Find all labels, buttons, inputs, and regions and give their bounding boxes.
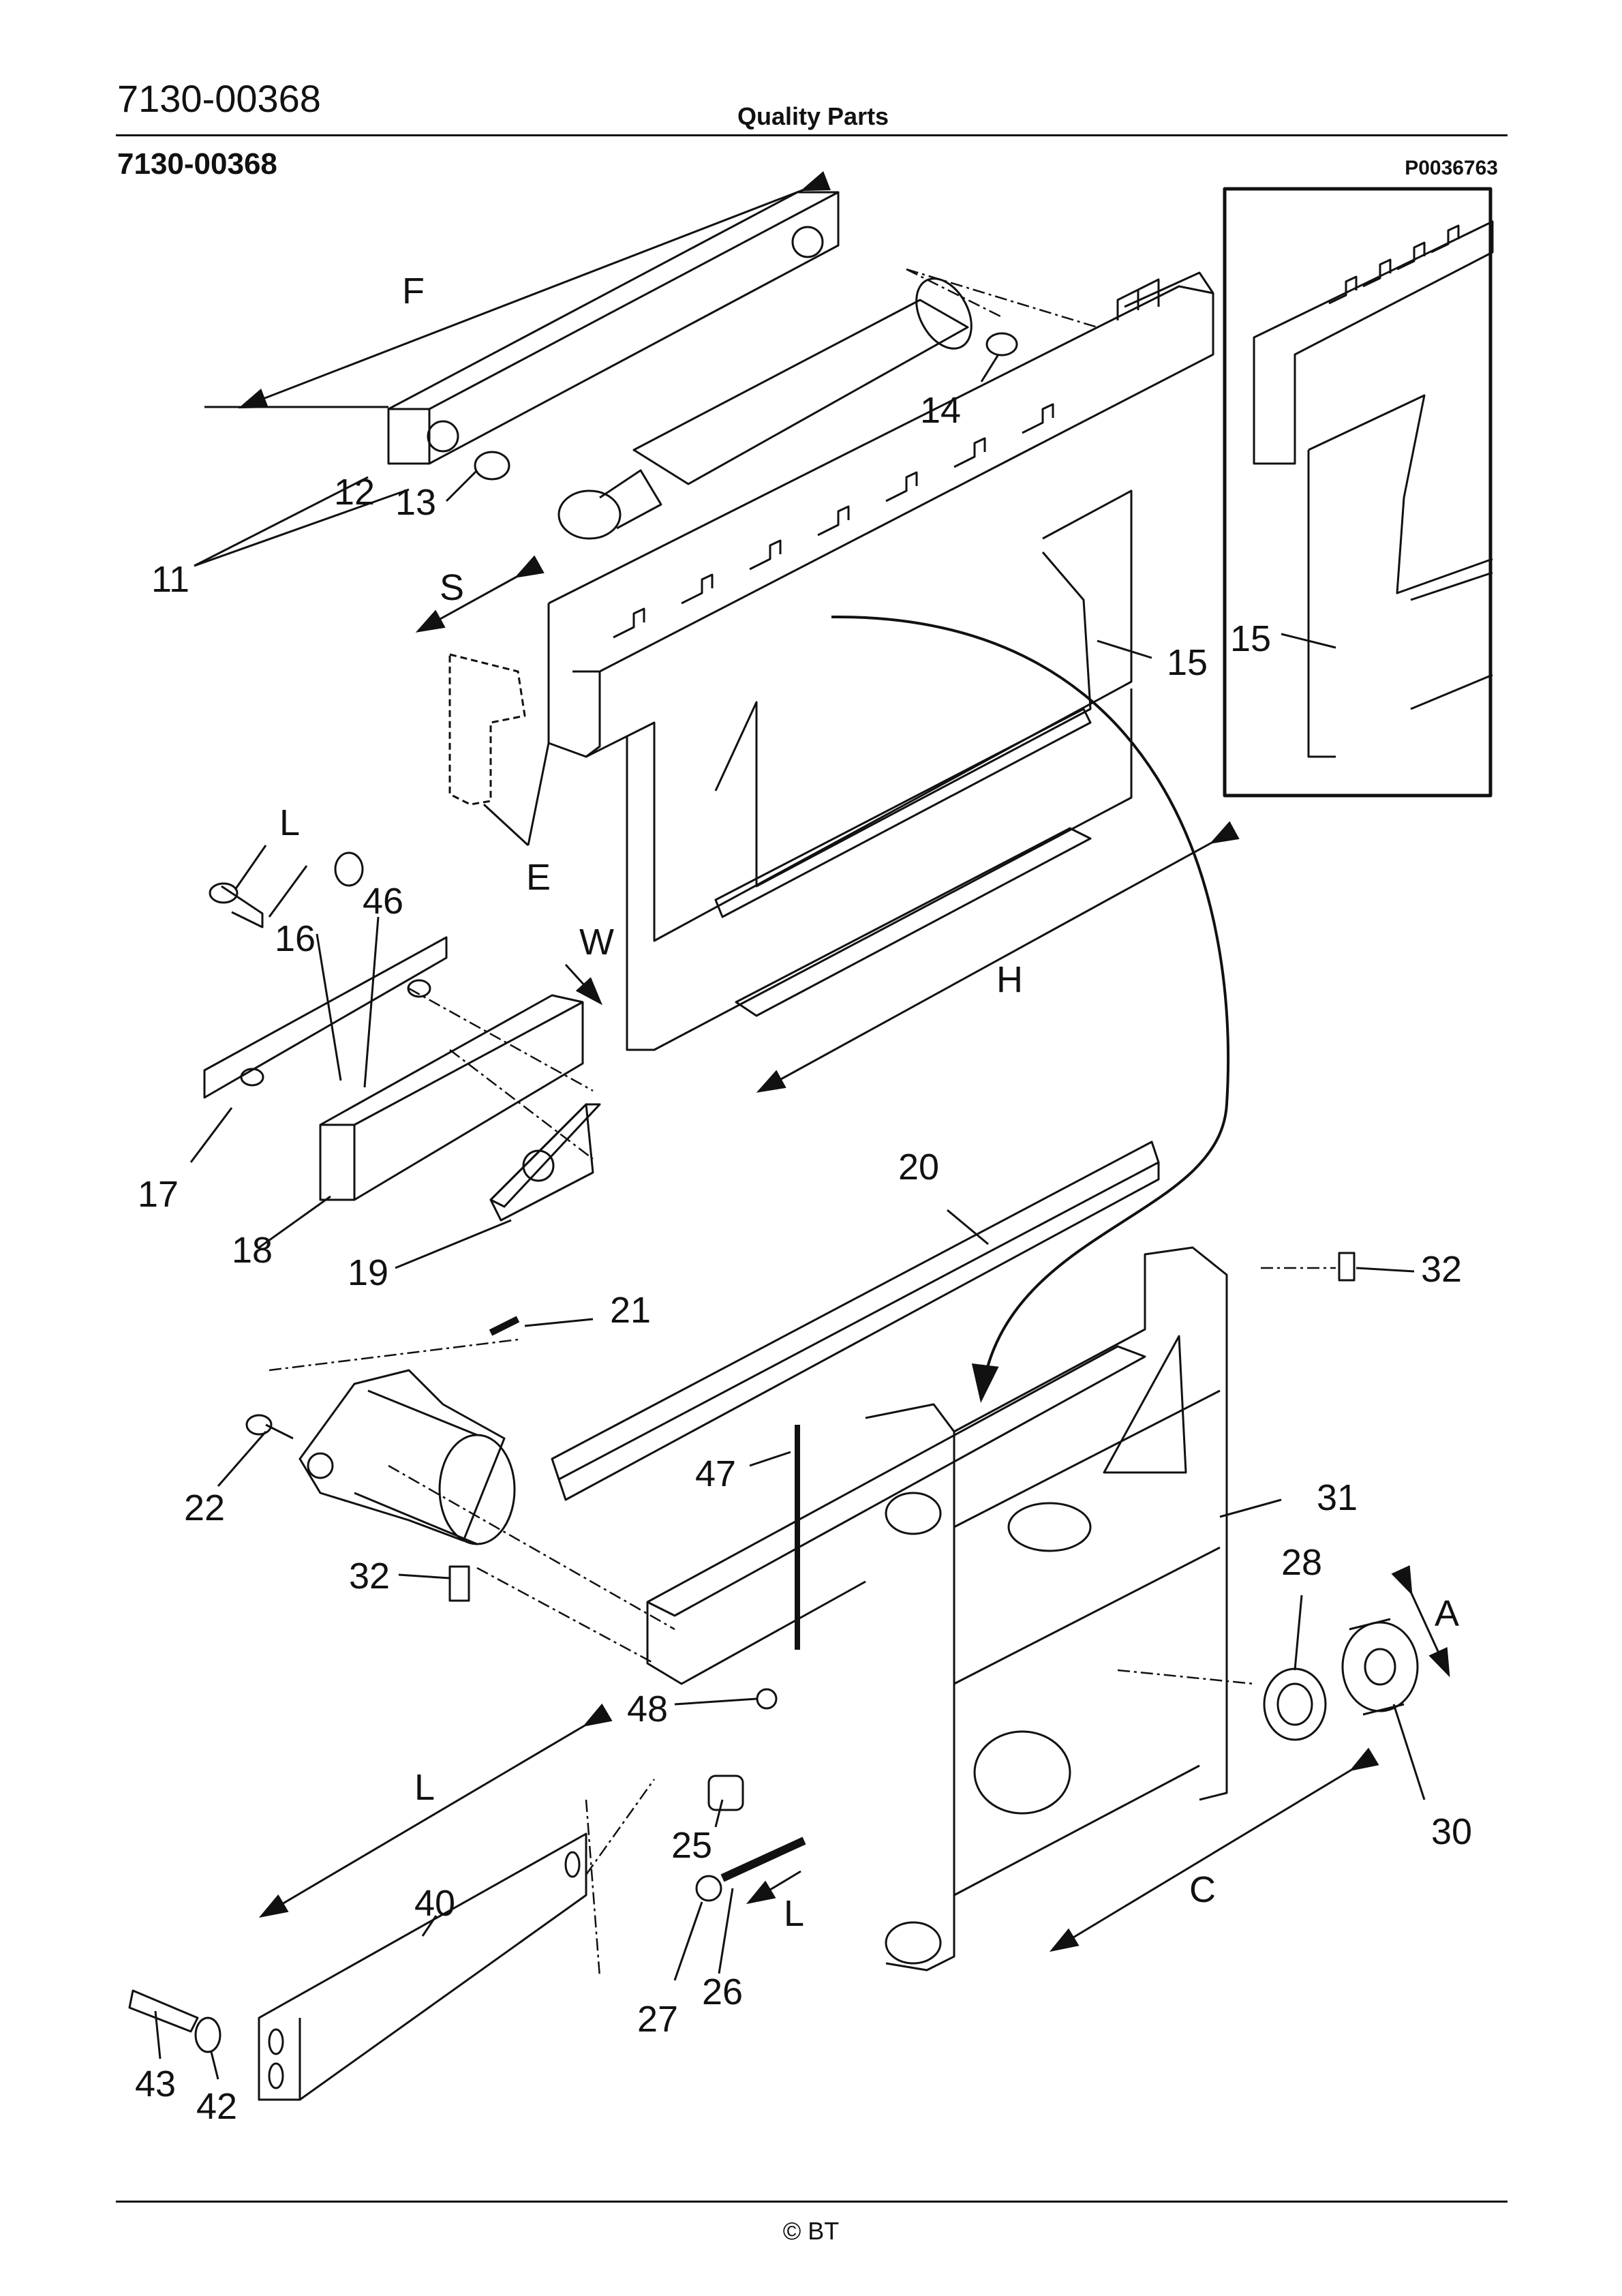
callout-22: 22 bbox=[184, 1487, 225, 1528]
callout-16: 16 bbox=[275, 918, 316, 959]
dimension-f-line bbox=[238, 171, 831, 409]
callout-c: C bbox=[1189, 1869, 1216, 1910]
callout-h: H bbox=[996, 959, 1023, 1000]
inset-carriage-detail bbox=[1253, 220, 1494, 758]
callout-40: 40 bbox=[414, 1883, 455, 1924]
wear-plate-17 bbox=[203, 936, 448, 1099]
motor-unit bbox=[245, 1369, 516, 1545]
footer-copyright: © BT bbox=[782, 2217, 840, 2245]
spacer-25 bbox=[707, 1774, 744, 1811]
callout-26: 26 bbox=[702, 1972, 743, 2012]
side-shift-frame-31 bbox=[865, 1246, 1228, 1972]
figure-reference: P0036763 bbox=[1405, 157, 1498, 179]
callout-17: 17 bbox=[138, 1174, 179, 1215]
callout-21: 21 bbox=[610, 1290, 651, 1331]
callout-48: 48 bbox=[627, 1689, 668, 1729]
shaft-20 bbox=[551, 1141, 1160, 1501]
callout-31: 31 bbox=[1317, 1477, 1358, 1518]
header-rule bbox=[116, 134, 1508, 136]
callout-f: F bbox=[402, 271, 425, 312]
inset-frame bbox=[1223, 187, 1493, 798]
callout-l-pin: L bbox=[279, 802, 300, 843]
callout-e: E bbox=[526, 857, 551, 898]
footer-rule bbox=[116, 2201, 1508, 2203]
shim-plate-19 bbox=[489, 1103, 601, 1222]
top-bar-11 bbox=[387, 191, 840, 465]
pad-18 bbox=[319, 994, 584, 1201]
callout-w: W bbox=[579, 922, 614, 963]
callout-27: 27 bbox=[637, 1999, 678, 2040]
callout-s: S bbox=[440, 567, 464, 608]
callout-15-main: 15 bbox=[1167, 642, 1208, 683]
callout-12: 12 bbox=[334, 472, 375, 513]
callout-13: 13 bbox=[395, 482, 436, 523]
bolt-43 bbox=[128, 1989, 221, 2053]
roller-28 bbox=[1263, 1667, 1327, 1741]
pin-and-washer bbox=[209, 851, 364, 928]
header-title: Quality Parts bbox=[737, 102, 889, 130]
nut-48 bbox=[756, 1688, 778, 1710]
carriage-frame-15 bbox=[547, 271, 1214, 1051]
clip-32-upper bbox=[1338, 1252, 1356, 1282]
callout-30: 30 bbox=[1431, 1811, 1472, 1852]
bar-40 bbox=[258, 1832, 587, 2101]
callout-32-upper: 32 bbox=[1421, 1249, 1462, 1290]
callout-l-spring: L bbox=[784, 1893, 804, 1934]
callout-25: 25 bbox=[671, 1825, 712, 1866]
hydraulic-cylinder bbox=[557, 277, 1018, 540]
callout-47: 47 bbox=[695, 1453, 736, 1494]
washer-13 bbox=[474, 451, 510, 481]
document-code: 7130-00368 bbox=[117, 77, 321, 120]
rail-assembly bbox=[646, 1345, 1146, 1685]
nut-27 bbox=[695, 1875, 722, 1902]
assembly-arrow bbox=[831, 615, 1230, 1403]
callout-46: 46 bbox=[363, 881, 403, 922]
callout-l-bar: L bbox=[414, 1767, 435, 1808]
callout-42: 42 bbox=[196, 2086, 237, 2127]
callout-32-lower: 32 bbox=[349, 1556, 390, 1597]
clip-32-lower bbox=[448, 1565, 470, 1602]
callout-28: 28 bbox=[1281, 1542, 1322, 1583]
spring-26 bbox=[720, 1837, 806, 1882]
callout-a: A bbox=[1435, 1593, 1459, 1634]
callout-43: 43 bbox=[135, 2064, 176, 2104]
callout-11: 11 bbox=[151, 559, 189, 600]
callout-18: 18 bbox=[232, 1230, 273, 1271]
callout-20: 20 bbox=[898, 1147, 939, 1188]
callout-14: 14 bbox=[920, 390, 961, 431]
callout-15-inset: 15 bbox=[1230, 618, 1271, 659]
roller-30 bbox=[1341, 1618, 1419, 1716]
callout-19: 19 bbox=[348, 1252, 388, 1293]
